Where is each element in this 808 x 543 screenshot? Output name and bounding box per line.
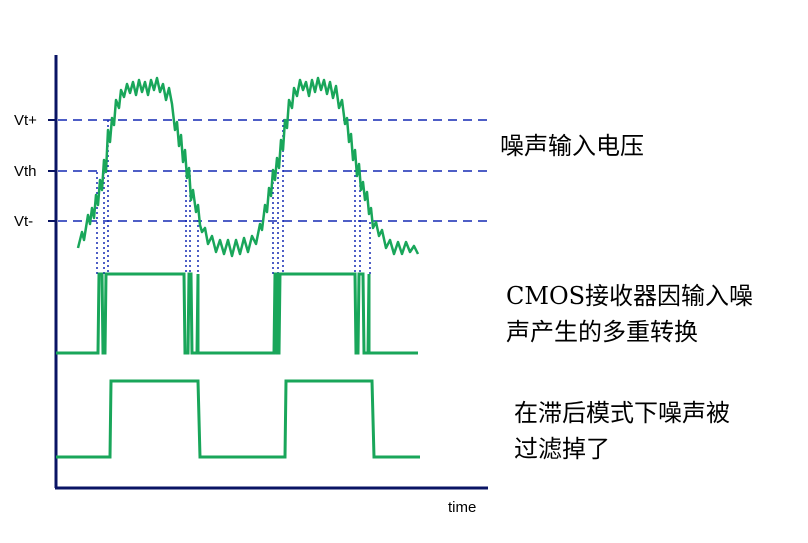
hysteresis-output-caption: 在滞后模式下噪声被 过滤掉了 xyxy=(514,395,730,467)
noise-input-caption-line-1: 噪声输入电压 xyxy=(500,132,644,160)
cmos-output-caption-line-1: CMOS接收器因输入噪 xyxy=(506,282,754,310)
cmos-output-caption-line-2: 声产生的多重转换 xyxy=(506,318,698,346)
cmos-output-caption: CMOS接收器因输入噪 声产生的多重转换 xyxy=(506,278,753,350)
hysteresis-filtered-output xyxy=(56,379,420,459)
hysteresis-output-caption-line-1: 在滞后模式下噪声被 xyxy=(514,399,730,427)
vth-label: Vth xyxy=(14,163,37,180)
hysteresis-output-caption-line-2: 过滤掉了 xyxy=(514,435,610,463)
cmos-multiple-transition-output xyxy=(56,272,418,355)
noise-input-caption: 噪声输入电压 xyxy=(500,128,644,164)
vt-minus-label: Vt- xyxy=(14,213,33,230)
vt-plus-label: Vt+ xyxy=(14,112,37,129)
noise-input-waveform xyxy=(76,76,420,258)
time-axis-label: time xyxy=(448,499,476,516)
transition-projection-lines xyxy=(96,120,371,274)
